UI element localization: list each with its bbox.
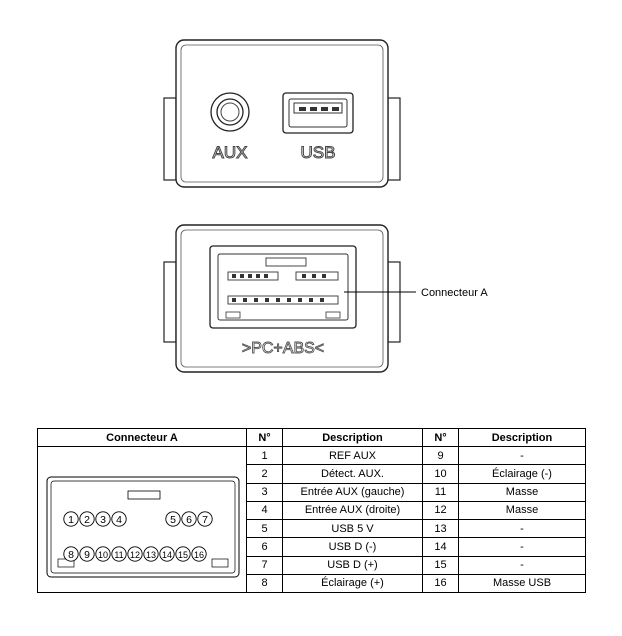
pin-number: 9 <box>422 445 459 466</box>
pin-number: 7 <box>246 555 283 575</box>
pin-label: 14 <box>162 550 172 560</box>
pin-description: - <box>458 518 586 539</box>
jack-diagram: AUX USB <box>163 39 488 373</box>
pin-description: Détect. AUX. <box>282 464 423 484</box>
pin-label: 8 <box>68 549 74 561</box>
pin-label: 2 <box>84 514 90 526</box>
pin-label: 5 <box>170 514 176 526</box>
usb-port-icon <box>282 92 354 134</box>
table-row: 3 Entrée AUX (gauche) 11 Masse <box>38 482 586 502</box>
pin-description: Masse USB <box>458 573 586 594</box>
front-view: AUX USB <box>163 39 401 188</box>
pin-number: 8 <box>246 573 283 594</box>
pin-circle <box>159 546 175 562</box>
pin-number: 13 <box>422 518 459 539</box>
table-row: 6 USB D (-) 14 - <box>38 537 586 557</box>
pin-description: - <box>458 445 586 466</box>
pin-number: 3 <box>246 482 283 502</box>
aux-jack-icon <box>210 92 250 132</box>
pin-circle <box>181 511 197 527</box>
pin-number: 14 <box>422 537 459 557</box>
connector-a-shroud <box>209 245 357 329</box>
pin-number: 4 <box>246 500 283 521</box>
pin-description: Entrée AUX (droite) <box>282 500 423 521</box>
pin-circle <box>127 546 143 562</box>
desc-header-right: Description <box>458 428 586 447</box>
no-header-right: N° <box>422 428 459 447</box>
pin-circle <box>79 546 95 562</box>
pin-label: 4 <box>116 514 122 526</box>
pin-label: 10 <box>98 550 108 560</box>
pin-circle <box>111 511 127 527</box>
pin-description: Éclairage (-) <box>458 464 586 484</box>
pin-number: 16 <box>422 573 459 594</box>
pin-description: - <box>458 537 586 557</box>
pin-circle <box>111 546 127 562</box>
pin-label: 16 <box>194 550 204 560</box>
desc-header-left: Description <box>282 428 423 447</box>
pin-table: Connecteur A N° Description N° Descripti… <box>37 428 586 594</box>
pin-number: 11 <box>422 482 459 502</box>
material-marking: >PC+ABS< <box>242 340 324 357</box>
pin-label: 3 <box>100 514 106 526</box>
pin-description: - <box>458 555 586 575</box>
front-housing <box>175 39 389 188</box>
pin-description: USB D (-) <box>282 537 423 557</box>
pin-number: 1 <box>246 445 283 466</box>
pin-number: 5 <box>246 518 283 539</box>
pin-circle <box>95 546 111 562</box>
usb-label: USB <box>301 143 336 162</box>
connector-header: Connecteur A <box>37 428 247 447</box>
pin-circle <box>95 511 111 527</box>
pin-label: 9 <box>84 549 90 561</box>
table-header-row: Connecteur A N° Description N° Descripti… <box>37 428 586 447</box>
pin-description: Masse <box>458 500 586 521</box>
pin-label: 7 <box>202 514 208 526</box>
pin-description: REF AUX <box>282 445 423 466</box>
pin-circle <box>191 546 207 562</box>
pin-description: Éclairage (+) <box>282 573 423 594</box>
pin-number: 15 <box>422 555 459 575</box>
pin-circle <box>197 511 213 527</box>
table-row: 7 USB D (+) 15 - <box>38 555 586 575</box>
pin-circle <box>165 511 181 527</box>
pin-label: 6 <box>186 514 192 526</box>
no-header-left: N° <box>246 428 283 447</box>
pin-description: Entrée AUX (gauche) <box>282 482 423 502</box>
pin-number: 2 <box>246 464 283 484</box>
table-row: 5 USB 5 V 13 - <box>38 518 586 539</box>
callout-label: Connecteur A <box>421 287 488 299</box>
pin-description: USB D (+) <box>282 555 423 575</box>
pin-circle <box>63 511 79 527</box>
pin-label: 1 <box>68 514 74 526</box>
pin-number: 12 <box>422 500 459 521</box>
pin-label: 11 <box>114 550 123 560</box>
rear-view: >PC+ABS< Connecteur A <box>163 224 488 373</box>
pin-label: 12 <box>130 550 140 560</box>
pin-circle <box>143 546 159 562</box>
pin-label: 13 <box>146 550 156 560</box>
table-row: 8 Éclairage (+) 16 Masse USB <box>38 573 586 594</box>
pin-circle <box>63 546 79 562</box>
pin-circle <box>175 546 191 562</box>
table-row: 4 Entrée AUX (droite) 12 Masse <box>38 500 586 521</box>
pin-description: Masse <box>458 482 586 502</box>
pin-circle <box>79 511 95 527</box>
pin-description: USB 5 V <box>282 518 423 539</box>
pin-number: 6 <box>246 537 283 557</box>
aux-label: AUX <box>213 143 248 162</box>
pin-label: 15 <box>178 550 188 560</box>
pin-number: 10 <box>422 464 459 484</box>
